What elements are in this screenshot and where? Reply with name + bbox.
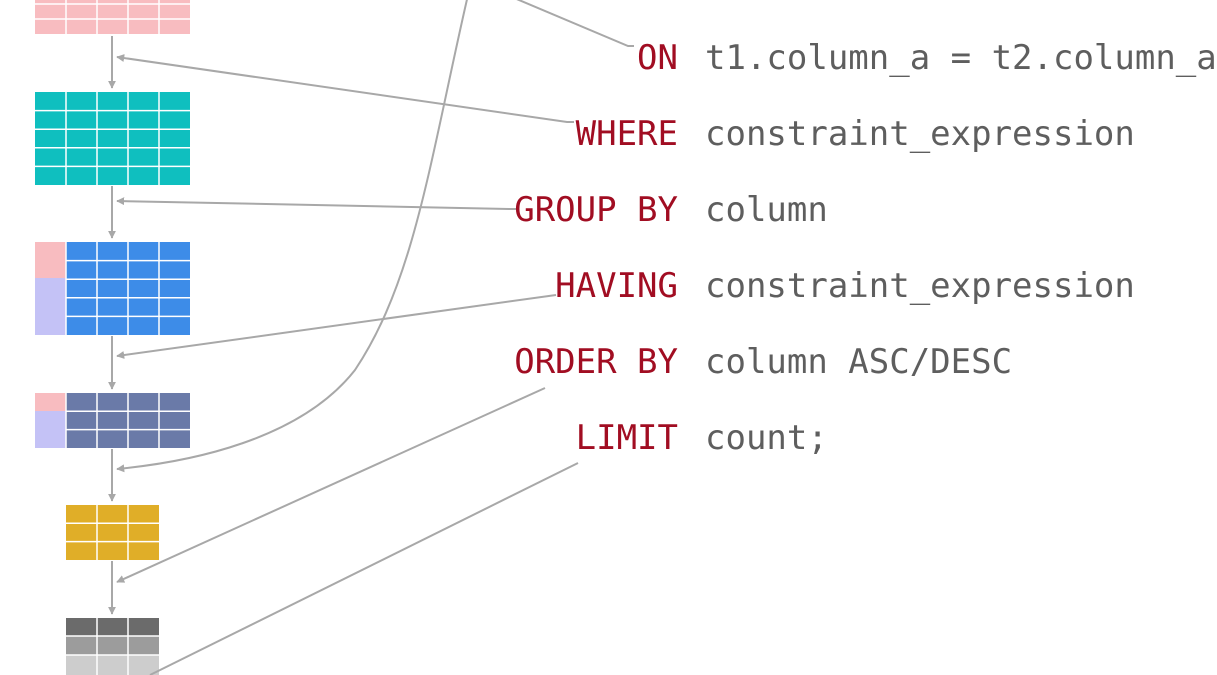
sql-keyword-where: WHERE	[575, 114, 678, 154]
table-having-result	[35, 393, 190, 448]
table-group-result	[35, 242, 190, 335]
sql-keyword-on: ON	[637, 38, 678, 78]
connector-select	[116, 0, 468, 473]
sql-keyword-having: HAVING	[555, 266, 678, 306]
sql-line-on: ON t1.column_a = t2.column_a	[0, 38, 1217, 78]
sql-keyword-limit: LIMIT	[575, 418, 678, 458]
table-where-result	[35, 92, 190, 185]
sql-argument-order-by: column ASC/DESC	[705, 342, 1013, 382]
sql-line-limit: LIMIT count;	[0, 418, 1200, 458]
table-limit-result	[66, 618, 159, 675]
sql-argument-on: t1.column_a = t2.column_a	[705, 38, 1217, 78]
sql-argument-having: constraint_expression	[705, 266, 1135, 306]
sql-argument-where: constraint_expression	[705, 114, 1135, 154]
sql-keyword-order-by: ORDER BY	[514, 342, 678, 382]
sql-line-having: HAVING constraint_expression	[0, 266, 1200, 306]
sql-line-where: WHERE constraint_expression	[0, 114, 1200, 154]
sql-keyword-group-by: GROUP BY	[514, 190, 678, 230]
sql-argument-limit: count;	[705, 418, 828, 458]
connector-having	[116, 294, 557, 359]
table-join-result	[35, 0, 190, 34]
sql-argument-group-by: column	[705, 190, 828, 230]
sql-line-order-by: ORDER BY column ASC/DESC	[0, 342, 1200, 382]
connector-where	[116, 54, 574, 123]
table-select-result	[66, 505, 159, 560]
connector-limit	[149, 462, 579, 675]
connector-order-by	[116, 387, 546, 583]
sql-line-group-by: GROUP BY column	[0, 190, 1200, 230]
connector-on	[516, 0, 634, 47]
connector-group-by	[116, 197, 517, 210]
